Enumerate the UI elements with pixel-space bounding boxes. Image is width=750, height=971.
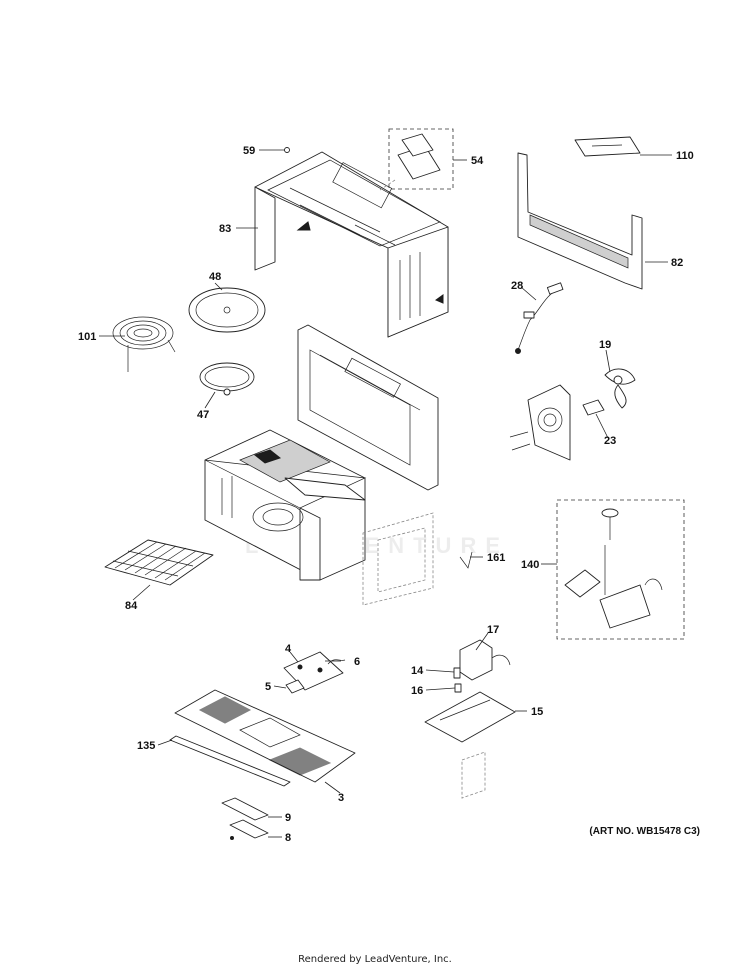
fan-blade-part-19 [604, 368, 636, 409]
callout-15: 15 [531, 706, 543, 718]
strip-part-135 [169, 735, 291, 787]
cavity-chassis [204, 429, 367, 581]
callout-82: 82 [671, 257, 683, 269]
ghost-panel-part-161 [362, 512, 473, 606]
bracket-part-8 [229, 819, 269, 840]
callout-16: 16 [411, 685, 423, 697]
transformer-part-17 [459, 639, 511, 681]
wire-part-6 [327, 659, 346, 665]
callout-17: 17 [487, 624, 499, 636]
callout-28: 28 [511, 280, 523, 292]
callout-3: 3 [338, 792, 344, 804]
callout-47: 47 [197, 409, 209, 421]
sub-assembly-part-140 [556, 499, 685, 640]
callout-6: 6 [354, 656, 360, 668]
callout-5: 5 [265, 681, 271, 693]
fuse-part-14 [453, 667, 461, 679]
vent-part-54 [379, 128, 454, 191]
callout-4: 4 [285, 643, 292, 655]
callout-23: 23 [604, 435, 616, 447]
clip-part-16 [454, 683, 462, 693]
callout-83: 83 [219, 223, 231, 235]
turntable-tray-part-48 [188, 287, 266, 333]
bottom-pan-part-3 [174, 689, 356, 783]
callout-84: 84 [125, 600, 138, 612]
callout-14: 14 [411, 665, 424, 677]
callout-9: 9 [285, 812, 291, 824]
callout-101: 101 [78, 331, 96, 343]
oven-rack-part-84 [104, 539, 214, 586]
base-plate-part-15 [424, 691, 516, 799]
heating-coil-part-101 [112, 316, 176, 372]
filter-part-9 [221, 797, 269, 821]
callout-labels: 59 54 110 83 82 48 28 101 19 47 23 161 1… [78, 145, 694, 844]
outer-cabinet-part-83 [254, 151, 449, 338]
callout-8: 8 [285, 832, 291, 844]
callout-19: 19 [599, 339, 611, 351]
leader-lines [99, 149, 672, 838]
grille-insert-part-110 [574, 136, 641, 157]
door-panel [297, 324, 439, 491]
roller-ring-part-47 [199, 362, 255, 396]
render-credit: Rendered by LeadVenture, Inc. [298, 954, 452, 965]
callout-140: 140 [521, 559, 539, 571]
callout-48: 48 [209, 271, 221, 283]
callout-110: 110 [676, 150, 694, 162]
callout-54: 54 [471, 155, 484, 167]
mounting-plate-part-82 [517, 152, 643, 290]
wire-harness-part-28 [515, 282, 564, 354]
pad-part-5 [285, 679, 305, 694]
callout-161: 161 [487, 552, 505, 564]
fan-bracket-part-23 [509, 384, 605, 461]
screw-part-59 [284, 147, 290, 153]
callout-135: 135 [137, 740, 155, 752]
callout-59: 59 [243, 145, 255, 157]
art-number: (ART NO. WB15478 C3) [589, 826, 700, 837]
